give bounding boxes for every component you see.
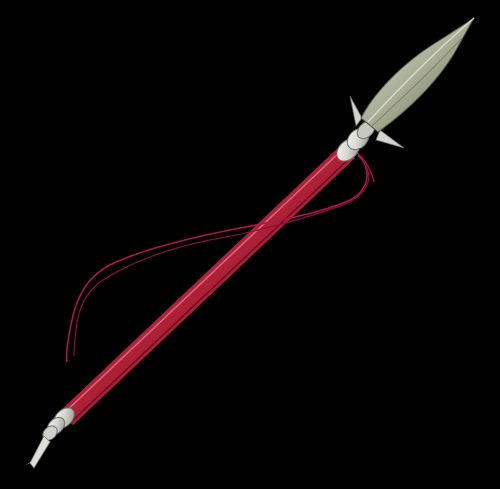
spear-butt-spike [24,435,51,469]
spear-shaft [58,146,355,425]
spear-blade [360,17,475,133]
spear-barbs [349,95,405,149]
spear-cord [65,151,375,363]
spear-collar-lower [42,407,75,441]
